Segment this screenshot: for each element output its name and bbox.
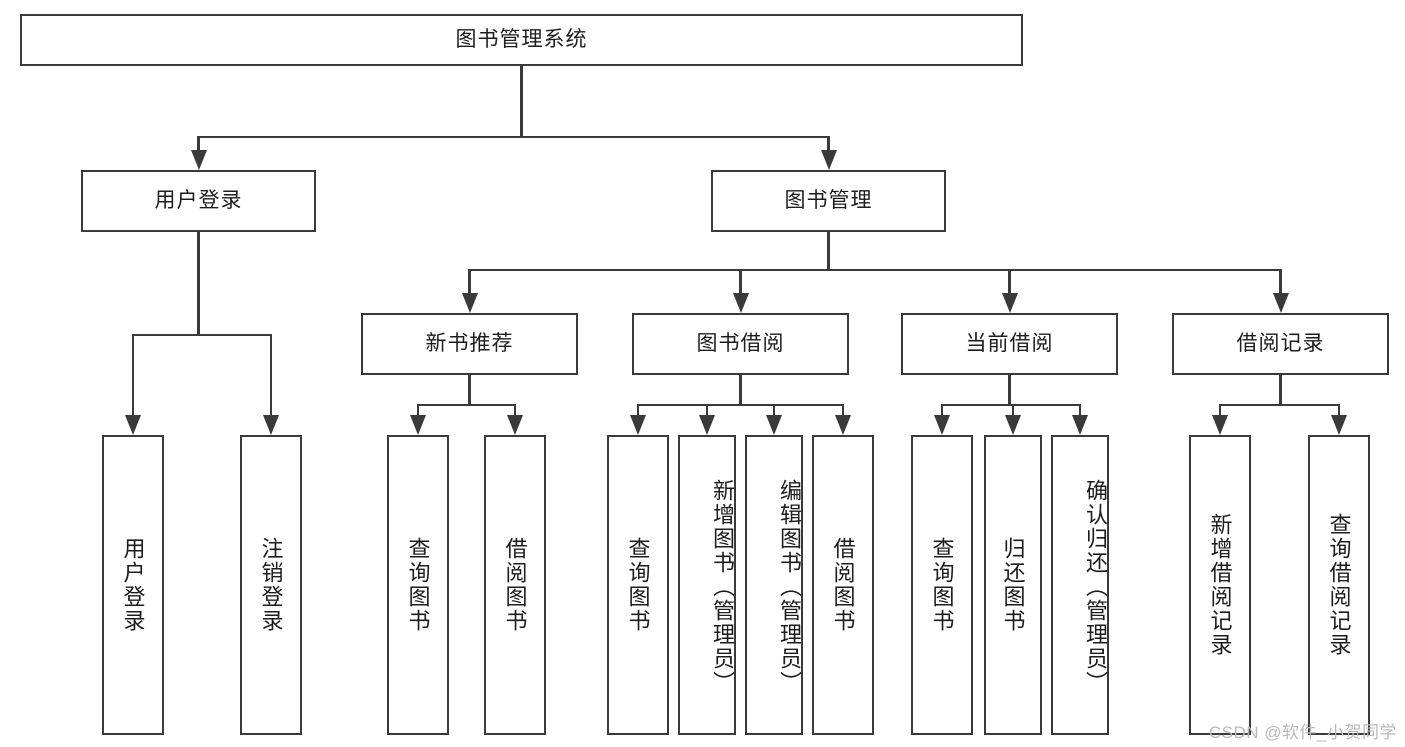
node-user-login[interactable]: 用户登录 [81,170,316,232]
node-label: 查询图书 [405,537,431,633]
arrowhead-leaf-cur-query-book [934,415,950,435]
connector-user-login-stem [197,232,200,335]
node-label: 借阅图书 [502,537,528,633]
arrowhead-leaf-rec-query-book [410,415,426,435]
arrowhead-new-book-rec [461,293,478,313]
node-leaf-borrow-book-rec[interactable]: 借阅图书 [484,435,546,735]
node-label: 编辑图书（管理员） [777,479,802,695]
node-label: 查询图书 [625,537,651,633]
node-label: 新书推荐 [425,332,514,356]
node-leaf-query-borrow-record[interactable]: 查询借阅记录 [1308,435,1370,735]
arrowhead-leaf-rec-borrow-book [507,415,523,435]
arrowhead-current-borrow [1001,293,1018,313]
connector-current-borrow-bus [940,403,1082,407]
arrowhead-leaf-user-login [125,415,141,435]
connector-borrow-record-arm-1 [1218,405,1222,415]
node-leaf-add-borrow-record[interactable]: 新增借阅记录 [1189,435,1251,735]
connector-book-manage-arm-2 [739,270,742,293]
arrowhead-borrow-record [1272,293,1289,313]
connector-borrow-record-arm-2 [1337,405,1341,415]
connector-borrow-record-bus [1218,403,1341,407]
node-book-management[interactable]: 图书管理 [711,170,946,232]
arrowhead-user-login [190,150,207,170]
node-label: 图书借阅 [696,332,785,356]
connector-current-borrow-arm-3 [1078,405,1082,415]
arrowhead-leaf-user-logout [263,415,279,435]
node-label: 查询图书 [929,537,955,633]
node-label: 图书管理 [784,189,873,213]
node-label: 注销登录 [258,537,284,633]
node-new-book-recommend[interactable]: 新书推荐 [361,313,578,375]
connector-book-manage-bus [468,268,1282,272]
connector-book-manage-arm-1 [468,270,471,293]
connector-book-manage-arm-3 [1008,270,1011,293]
csdn-watermark: CSDN @软件_小贺同学 [1208,723,1397,742]
node-label: 新增图书（管理员） [710,479,735,695]
node-leaf-user-logout[interactable]: 注销登录 [240,435,302,735]
node-label: 图书管理系统 [455,28,588,52]
node-label: 新增借阅记录 [1207,513,1233,657]
connector-book-manage-stem [827,232,830,270]
connector-new-book-rec-arm-1 [416,405,420,415]
arrowhead-leaf-borrow-edit-book [766,415,782,435]
connector-new-book-rec-bus [416,403,517,407]
node-label: 确认归还（管理员） [1083,479,1108,695]
arrowhead-leaf-rec-add-record [1212,415,1228,435]
node-current-borrow[interactable]: 当前借阅 [901,313,1118,375]
arrowhead-book-borrow [732,293,749,313]
connector-book-manage-arm-4 [1279,270,1282,293]
connector-book-borrow-stem [739,375,742,405]
connector-book-borrow-arm-2 [705,405,709,415]
arrowhead-leaf-borrow-borrow-book [835,415,851,435]
node-leaf-query-book-current[interactable]: 查询图书 [911,435,973,735]
node-label: 当前借阅 [965,332,1054,356]
connector-root-bus [197,135,830,139]
arrowhead-leaf-borrow-add-book [699,415,715,435]
node-label: 借阅记录 [1236,332,1325,356]
connector-book-borrow-arm-1 [636,405,640,415]
connector-user-login-bus [131,333,273,337]
node-leaf-confirm-return-admin[interactable]: 确认归还（管理员） [1051,435,1109,735]
node-leaf-edit-book-admin[interactable]: 编辑图书（管理员） [745,435,803,735]
node-label: 用户登录 [154,189,243,213]
node-book-borrow[interactable]: 图书借阅 [632,313,849,375]
connector-current-borrow-arm-2 [1011,405,1015,415]
node-label: 用户登录 [120,537,146,633]
connector-current-borrow-stem [1008,375,1011,405]
connector-book-borrow-arm-4 [841,405,845,415]
node-label: 借阅图书 [830,537,856,633]
node-leaf-borrow-book[interactable]: 借阅图书 [812,435,874,735]
node-leaf-query-book-borrow[interactable]: 查询图书 [607,435,669,735]
connector-root-right-arm [827,137,830,150]
connector-user-login-arm-1 [131,335,135,415]
node-leaf-add-book-admin[interactable]: 新增图书（管理员） [678,435,736,735]
connector-user-login-arm-2 [269,335,273,415]
node-leaf-query-book-rec[interactable]: 查询图书 [387,435,449,735]
node-leaf-return-book[interactable]: 归还图书 [984,435,1042,735]
node-borrow-record[interactable]: 借阅记录 [1172,313,1389,375]
connector-new-book-rec-stem [468,375,471,405]
connector-current-borrow-arm-1 [940,405,944,415]
arrowhead-book-manage [820,150,837,170]
connector-root-stem [520,66,523,137]
node-leaf-user-login[interactable]: 用户登录 [102,435,164,735]
connector-book-borrow-bus [636,403,845,407]
arrowhead-leaf-rec-query-record [1331,415,1347,435]
connector-book-borrow-arm-3 [772,405,776,415]
arrowhead-leaf-cur-return-book [1005,415,1021,435]
arrowhead-leaf-borrow-query-book [630,415,646,435]
arrowhead-leaf-cur-confirm-return [1072,415,1088,435]
connector-borrow-record-stem [1279,375,1282,405]
connector-new-book-rec-arm-2 [513,405,517,415]
node-root-book-management-system[interactable]: 图书管理系统 [20,14,1023,66]
node-label: 查询借阅记录 [1326,513,1352,657]
node-label: 归还图书 [1000,537,1026,633]
connector-root-left-arm [197,137,200,150]
